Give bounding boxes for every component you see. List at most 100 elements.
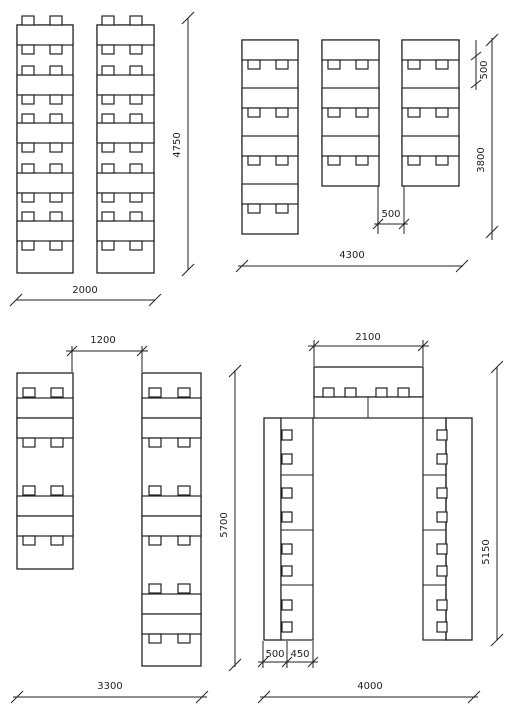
plan-c-gap-label: 1200: [90, 335, 115, 346]
desk: [49, 192, 63, 203]
desk: [22, 437, 36, 448]
plan-c-width-label: 3300: [97, 681, 122, 692]
desk: [275, 155, 289, 166]
plan-b: 500 3800 500 4300: [235, 33, 499, 273]
desk: [247, 155, 261, 166]
desk: [129, 211, 143, 222]
desk: [49, 163, 63, 174]
plan-d-aisle-label: 450: [290, 649, 309, 660]
desk: [129, 163, 143, 174]
desk: [101, 163, 115, 174]
desk: [21, 113, 35, 124]
plan-d-height-label: 5150: [481, 539, 492, 564]
desk: [22, 485, 36, 496]
desk: [177, 583, 191, 594]
plan-a-desks: [21, 15, 143, 251]
desk: [101, 44, 115, 55]
plan-d-desks: [281, 387, 448, 633]
desk: [327, 59, 341, 70]
desk: [177, 633, 191, 644]
desk: [436, 565, 448, 577]
desk: [148, 583, 162, 594]
desk: [50, 535, 64, 546]
desk: [21, 192, 35, 203]
desk: [177, 485, 191, 496]
plan-a-height-label: 4750: [172, 132, 183, 157]
desk: [355, 59, 369, 70]
plan-a-height-dimension: 4750: [172, 11, 195, 277]
desk: [275, 203, 289, 214]
desk: [281, 511, 293, 523]
desk: [177, 535, 191, 546]
desk: [101, 211, 115, 222]
desk: [21, 65, 35, 76]
desk: [436, 543, 448, 555]
desk: [49, 65, 63, 76]
desk: [148, 633, 162, 644]
plan-b-width-label: 4300: [339, 250, 364, 261]
desk: [21, 163, 35, 174]
desk: [49, 211, 63, 222]
desk: [247, 203, 261, 214]
desk: [344, 387, 357, 398]
desk: [435, 107, 449, 118]
desk: [21, 211, 35, 222]
desk: [49, 113, 63, 124]
desk: [275, 59, 289, 70]
desk: [49, 94, 63, 105]
desk: [21, 44, 35, 55]
plan-d-wing-depth-label: 500: [265, 649, 284, 660]
plan-a-width-label: 2000: [72, 285, 97, 296]
desk: [101, 94, 115, 105]
desk: [355, 155, 369, 166]
desk: [435, 155, 449, 166]
desk: [281, 453, 293, 465]
plan-b-width-dimension: 4300: [235, 250, 469, 273]
desk: [247, 107, 261, 118]
desk: [407, 59, 421, 70]
desk: [436, 429, 448, 441]
plan-c-height-dimension: 5700: [219, 364, 242, 672]
desk: [101, 15, 115, 26]
desk: [281, 543, 293, 555]
plan-a-rows-right: [96, 24, 155, 274]
plan-c-gap-dimension: 1200: [66, 335, 148, 372]
plan-d-top-dimension: 2100: [308, 332, 429, 366]
desk: [22, 387, 36, 398]
plan-b-height-dimension: 3800: [476, 33, 499, 240]
desk: [355, 107, 369, 118]
plan-d: 2100 5150 500 450 4000: [257, 332, 504, 704]
desk: [129, 240, 143, 251]
desk: [327, 107, 341, 118]
desk: [177, 387, 191, 398]
desk: [49, 240, 63, 251]
desk: [129, 15, 143, 26]
desk: [148, 485, 162, 496]
desk: [129, 44, 143, 55]
desk: [129, 94, 143, 105]
desk: [436, 453, 448, 465]
desk: [436, 511, 448, 523]
desk: [375, 387, 388, 398]
plan-d-top-label: 2100: [355, 332, 380, 343]
desk: [21, 142, 35, 153]
desk: [129, 142, 143, 153]
desk: [148, 387, 162, 398]
plan-b-desks: [247, 59, 449, 214]
plan-a: 4750 2000: [9, 11, 195, 307]
desk: [148, 437, 162, 448]
plan-b-small-dimension: 500: [470, 40, 490, 90]
desk: [281, 599, 293, 611]
desk: [407, 107, 421, 118]
desk: [397, 387, 410, 398]
desk: [101, 65, 115, 76]
plan-c: 1200 5700 3300: [10, 335, 242, 704]
plan-d-width-label: 4000: [357, 681, 382, 692]
desk: [407, 155, 421, 166]
desk: [21, 15, 35, 26]
plan-d-dividers: [281, 474, 446, 586]
desk: [322, 387, 335, 398]
desk: [281, 621, 293, 633]
desk: [281, 487, 293, 499]
desk: [50, 387, 64, 398]
